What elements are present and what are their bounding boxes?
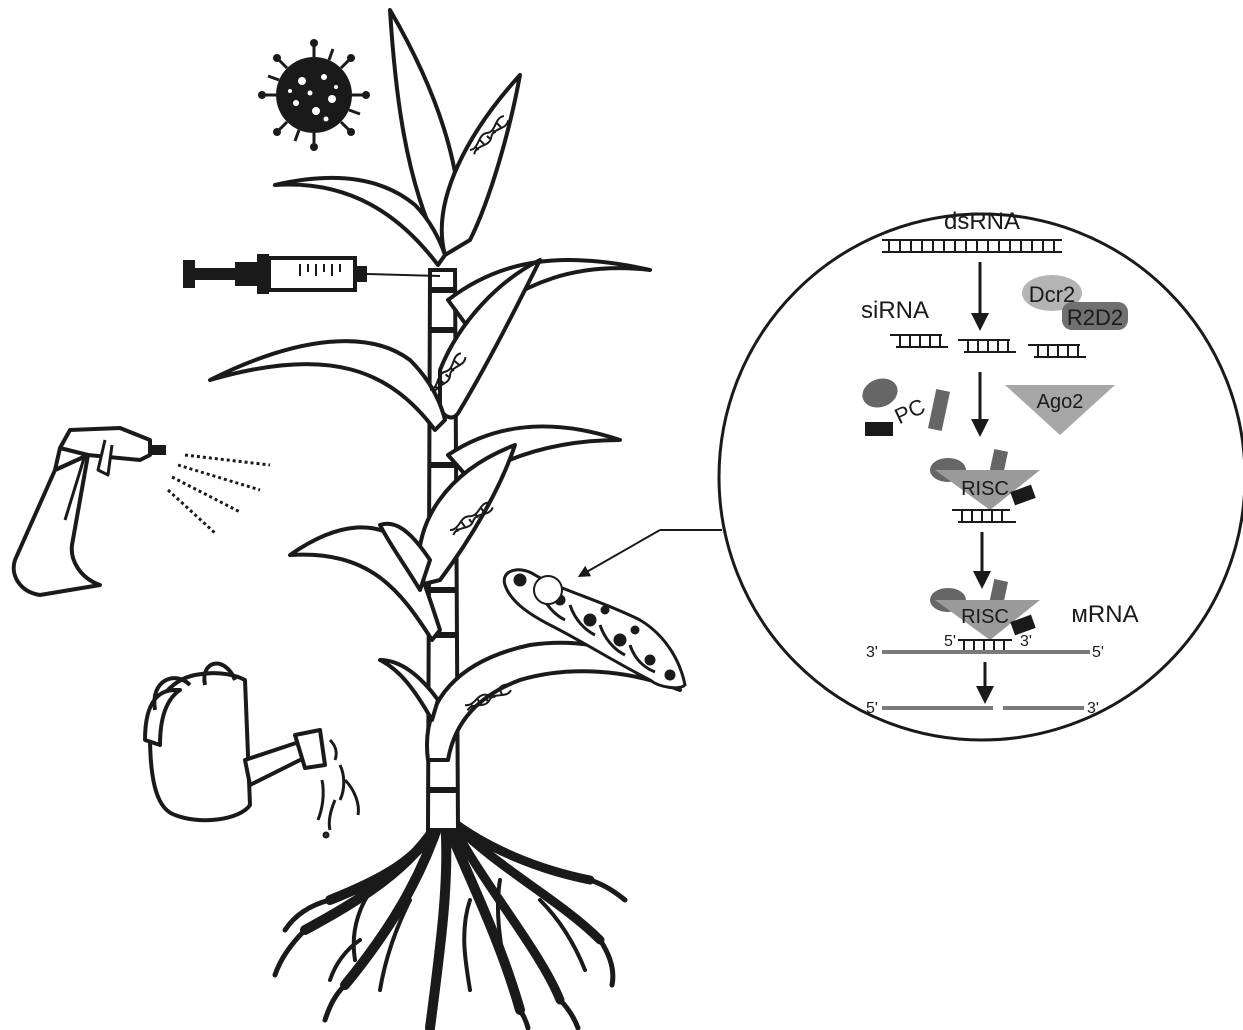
virus-icon	[258, 39, 370, 151]
pc-rect-shape	[865, 422, 893, 436]
rnai-mechanism-panel: dsRNA Dcr2 R2D2 siRNA	[719, 208, 1243, 740]
risc-label-2: RISC	[961, 606, 1009, 628]
ago2-label: Ago2	[1037, 391, 1084, 413]
syringe-icon	[183, 254, 440, 294]
middle-left-leaf	[210, 341, 445, 430]
watering-can-icon	[145, 664, 358, 837]
guide-right-end: 3'	[1020, 633, 1032, 650]
callout-connector	[583, 530, 722, 574]
risc-label-1: RISC	[961, 478, 1009, 500]
guide-left-end: 5'	[944, 633, 956, 650]
cleaved-right-end: 3'	[1087, 700, 1099, 717]
dcr2-label: Dcr2	[1029, 282, 1075, 307]
mrna-left-end: 3'	[866, 644, 878, 661]
dsrna-label: dsRNA	[944, 208, 1020, 235]
cleaved-left-end: 5'	[866, 700, 878, 717]
mrna-right-end: 5'	[1092, 644, 1104, 661]
spray-bottle-icon	[14, 428, 270, 595]
roots	[275, 820, 625, 1030]
r2d2-label: R2D2	[1067, 305, 1123, 330]
mrna-label: мRNA	[1071, 601, 1138, 628]
sirna-label: siRNA	[861, 297, 929, 324]
